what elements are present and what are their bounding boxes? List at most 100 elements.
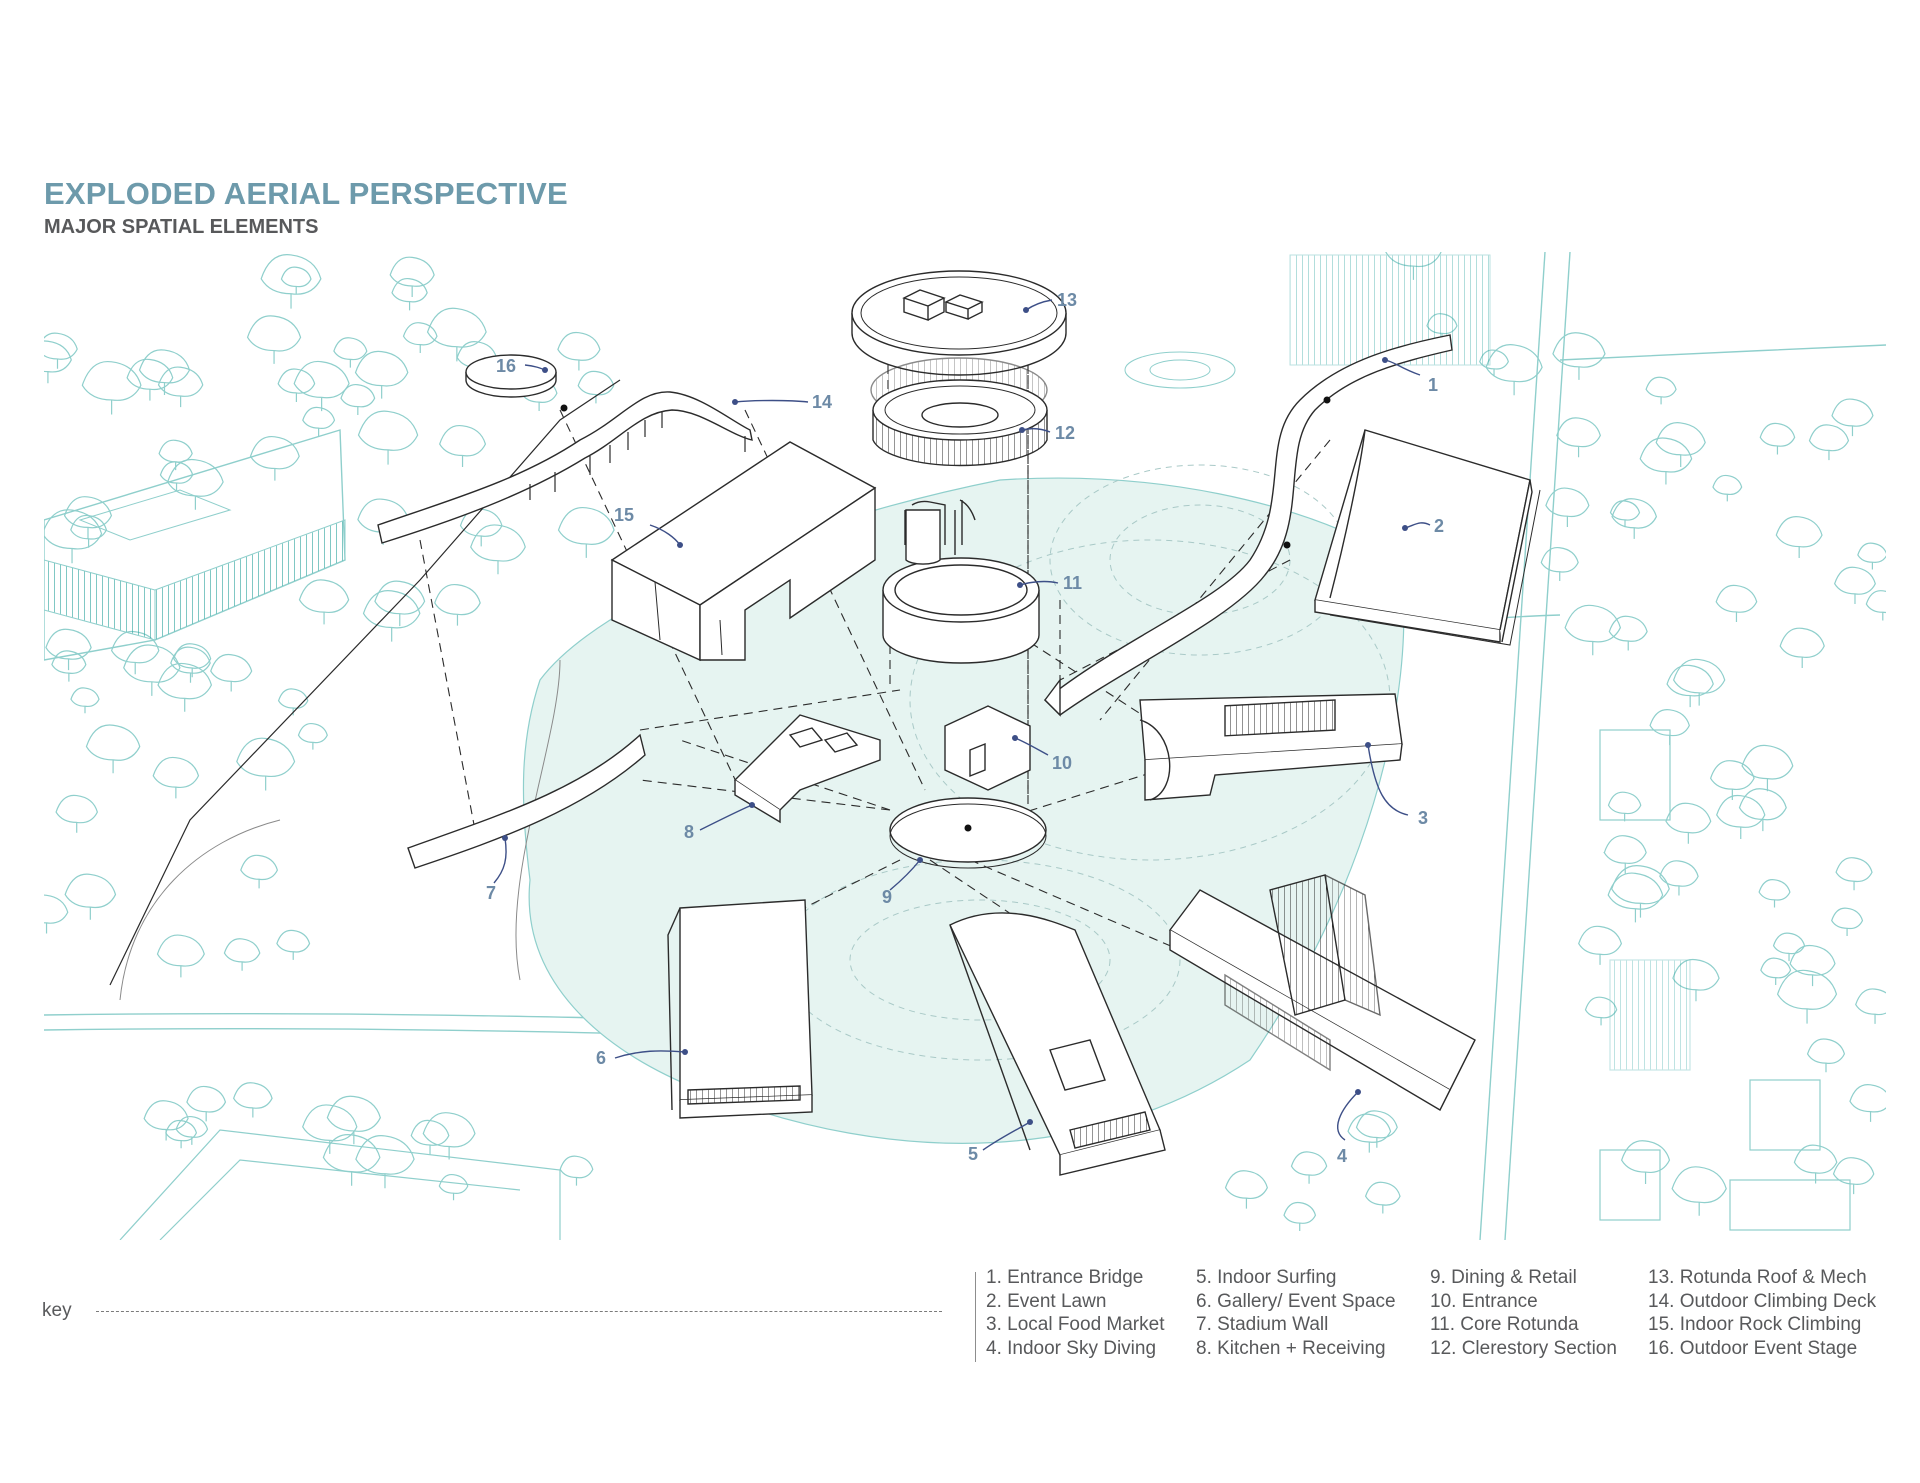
context-tree [438,1173,469,1201]
context-tree [44,894,69,934]
context-tree [1758,879,1791,908]
page-title: EXPLODED AERIAL PERSPECTIVE [44,176,568,211]
context-tree [81,360,142,415]
context-tree [1835,857,1873,891]
context-tree [1760,957,1792,986]
context-tree [293,360,350,412]
legend-item: 6. Gallery/ Event Space [1196,1290,1396,1312]
callout-2: 2 [1434,516,1444,536]
legend-item: 10. Entrance [1430,1290,1538,1312]
context-tree [1556,417,1601,458]
context-tree [1716,794,1766,840]
context-tree [1607,872,1664,923]
context-tree [126,358,174,401]
legend-column-3: 9. Dining & Retail 10. Entrance 11. Core… [1430,1266,1617,1360]
legend-item: 13. Rotunda Roof & Mech [1648,1267,1867,1288]
context-tree [1578,925,1623,965]
legend-column-4: 13. Rotunda Roof & Mech 14. Outdoor Clim… [1648,1266,1876,1360]
context-tree [1364,1181,1401,1214]
context-tree [51,650,87,682]
context-tree [210,653,253,692]
context-tree [44,509,103,564]
context-tree [158,439,193,471]
context-tree [402,322,438,353]
legend-column-2: 5. Indoor Surfing 6. Gallery/ Event Spac… [1196,1266,1396,1360]
context-tree [389,256,435,297]
context-tree [157,662,213,712]
context-tree [170,646,211,683]
context-tree [1709,760,1755,801]
context-tree [1224,1170,1268,1209]
context-tree [1776,969,1838,1024]
context-tree [1355,1110,1398,1148]
context-tree [63,496,113,540]
indoor-sky-diving-building [1168,874,1476,1111]
callout-4: 4 [1337,1146,1347,1166]
context-tree [1779,627,1825,669]
context-tree [1865,590,1886,621]
context-tree [1620,1140,1671,1185]
context-tree [1608,615,1648,651]
clerestory-section [870,357,1048,467]
callout-dots [502,307,1408,1125]
context-tree [236,737,296,791]
context-tree [557,506,615,558]
guide-dots [560,396,1331,832]
context-tree [1283,1201,1317,1231]
context-tree [391,277,428,311]
callout-1: 1 [1428,375,1438,395]
context-tree [232,1082,273,1118]
context-tree [1808,424,1850,461]
context-tree [1855,988,1886,1024]
context-tree [355,1135,415,1189]
context-tree [1857,542,1886,570]
outdoor-climbing-deck [377,391,753,544]
context-tree [1831,907,1864,936]
context-tree [1715,584,1758,623]
context-tree [1712,474,1743,502]
legend-item: 14. Outdoor Climbing Deck [1648,1290,1877,1312]
context-tree [1611,865,1670,918]
legend-column-1: 1. Entrance Bridge 2. Event Lawn 3. Loca… [986,1266,1164,1360]
callout-10: 10 [1052,753,1072,773]
context-tree [1759,422,1796,455]
context-tree [1545,487,1590,527]
context-tree [249,435,300,481]
context-tree [297,722,328,750]
key-label: key [42,1300,72,1321]
callout-16: 16 [496,356,516,376]
context-tree [1831,398,1874,437]
context-tree [410,1119,450,1155]
rotunda-roof [851,270,1067,376]
callout-14: 14 [812,392,832,412]
context-tree [70,687,100,714]
legend-item: 11. Core Rotunda [1430,1314,1579,1335]
context-tree [439,424,487,467]
context-tree [1775,516,1823,558]
context-tree [1607,791,1642,822]
context-tree [1564,604,1622,656]
context-tree [186,1085,227,1122]
gallery-event-space-building [667,899,813,1119]
indoor-rock-climbing-block [610,441,877,662]
callout-13: 13 [1057,290,1077,310]
callout-leaders [493,299,1431,1151]
legend-item: 3. Local Food Market [986,1314,1165,1335]
context-tree [362,590,421,642]
site-boundary [109,379,621,986]
context-tree [298,579,350,625]
event-lawn-building [1314,429,1541,646]
context-tree [175,1115,209,1145]
context-tree [44,332,78,369]
context-tree [1806,1038,1846,1073]
context-tree [1540,546,1579,581]
context-tree [173,643,212,678]
legend-item: 9. Dining & Retail [1430,1267,1577,1288]
outdoor-event-stage [465,354,557,398]
context-tree [434,583,481,626]
legend-item: 8. Kitchen + Receiving [1196,1337,1386,1359]
context-tree [1603,835,1647,874]
context-tree [354,350,409,399]
key-divider [975,1272,976,1362]
context-tree [426,307,487,362]
